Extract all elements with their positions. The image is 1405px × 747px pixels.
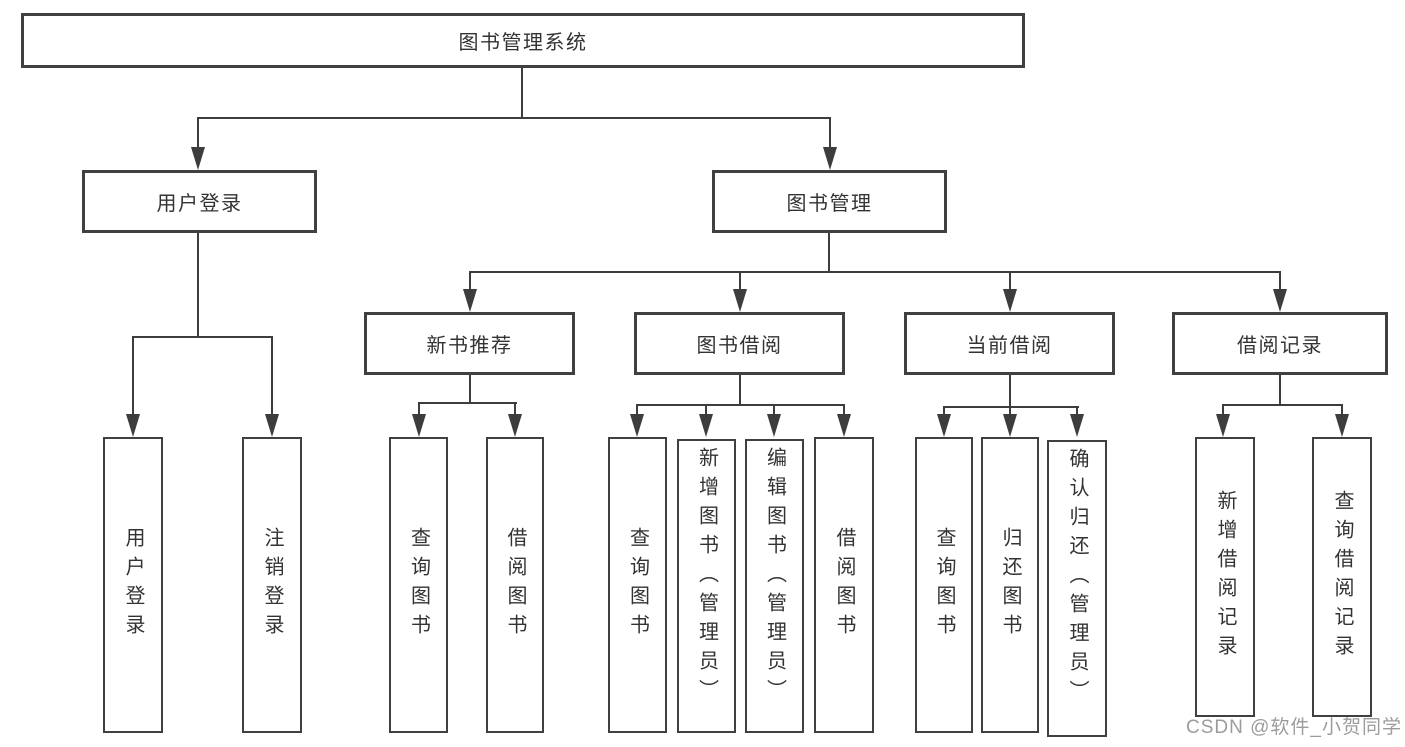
arrowhead-down-icon — [733, 289, 747, 312]
connector-bb-leaf2-stem — [705, 404, 707, 416]
leaf-logout-label: 注销登录 — [261, 527, 283, 643]
connector-current-borrow-stem — [1009, 271, 1011, 291]
leaf-br-add-record: 新增借阅记录 — [1195, 437, 1255, 717]
node-user-login: 用户登录 — [82, 170, 317, 233]
leaf-logout: 注销登录 — [242, 437, 302, 733]
arrowhead-down-icon — [1335, 414, 1349, 437]
connector-book-mgmt-down — [828, 233, 830, 273]
leaf-cb-return-books-label: 归还图书 — [999, 527, 1021, 643]
connector-nbr-down — [469, 375, 471, 404]
connector-nbr-branch — [418, 402, 517, 404]
arrowhead-down-icon — [1070, 414, 1084, 437]
arrowhead-down-icon — [837, 414, 851, 437]
leaf-cb-confirm-return-admin-label: 确认归还（管理员） — [1066, 448, 1088, 709]
connector-new-book-stem — [469, 271, 471, 291]
connector-cb-down — [1009, 375, 1011, 408]
node-new-book-recommend-label: 新书推荐 — [426, 335, 513, 357]
connector-leaf-logout-stem — [271, 336, 273, 416]
leaf-bb-borrow-books: 借阅图书 — [814, 437, 874, 733]
node-book-management-label: 图书管理 — [786, 193, 873, 215]
arrowhead-down-icon — [412, 414, 426, 437]
connector-book-mgmt-stem — [829, 117, 831, 149]
arrowhead-down-icon — [937, 414, 951, 437]
leaf-br-query-record-label: 查询借阅记录 — [1331, 490, 1353, 664]
node-book-borrow: 图书借阅 — [634, 312, 845, 375]
connector-user-login-branch — [132, 336, 273, 338]
connector-bb-leaf3-stem — [773, 404, 775, 416]
node-borrow-records: 借阅记录 — [1172, 312, 1388, 375]
node-book-management: 图书管理 — [712, 170, 947, 233]
leaf-nbr-borrow-books-label: 借阅图书 — [504, 527, 526, 643]
connector-nbr-leaf2-stem — [514, 402, 516, 416]
connector-level3-branch — [469, 271, 1281, 273]
connector-bb-leaf1-stem — [636, 404, 638, 416]
leaf-cb-confirm-return-admin: 确认归还（管理员） — [1047, 440, 1107, 737]
arrowhead-down-icon — [265, 414, 279, 437]
leaf-bb-query-books: 查询图书 — [608, 437, 667, 733]
connector-level2-branch — [197, 117, 831, 119]
connector-nbr-leaf1-stem — [418, 402, 420, 416]
arrowhead-down-icon — [1216, 414, 1230, 437]
node-current-borrow-label: 当前借阅 — [966, 335, 1053, 357]
node-borrow-records-label: 借阅记录 — [1237, 335, 1323, 357]
connector-cb-leaf1-stem — [943, 406, 945, 416]
connector-bb-branch — [636, 404, 844, 406]
node-root-label: 图书管理系统 — [458, 32, 588, 54]
connector-leaf-login-stem — [132, 336, 134, 416]
leaf-nbr-query-books: 查询图书 — [389, 437, 448, 733]
leaf-bb-borrow-books-label: 借阅图书 — [833, 527, 855, 643]
connector-cb-branch — [943, 406, 1079, 408]
leaf-login: 用户登录 — [103, 437, 163, 733]
connector-cb-leaf3-stem — [1076, 406, 1078, 416]
arrowhead-down-icon — [191, 147, 205, 170]
connector-cb-leaf2-stem — [1009, 406, 1011, 416]
connector-br-down — [1279, 375, 1281, 406]
arrowhead-down-icon — [1273, 289, 1287, 312]
arrowhead-down-icon — [1003, 414, 1017, 437]
arrowhead-down-icon — [463, 289, 477, 312]
leaf-nbr-borrow-books: 借阅图书 — [486, 437, 544, 733]
connector-root-stem — [521, 68, 523, 119]
leaf-bb-edit-books-admin-label: 编辑图书（管理员） — [763, 447, 786, 708]
arrowhead-down-icon — [508, 414, 522, 437]
leaf-nbr-query-books-label: 查询图书 — [407, 527, 430, 643]
leaf-cb-query-books-label: 查询图书 — [933, 527, 955, 643]
connector-br-leaf1-stem — [1222, 404, 1224, 416]
connector-user-login-down — [197, 233, 199, 337]
node-new-book-recommend: 新书推荐 — [364, 312, 575, 375]
watermark: CSDN @软件_小贺同学 — [1186, 717, 1402, 738]
node-user-login-label: 用户登录 — [156, 193, 243, 215]
connector-bb-leaf4-stem — [843, 404, 845, 416]
leaf-br-query-record: 查询借阅记录 — [1312, 437, 1372, 717]
arrowhead-down-icon — [767, 414, 781, 437]
leaf-bb-add-books-admin-label: 新增图书（管理员） — [695, 447, 718, 708]
arrowhead-down-icon — [823, 147, 837, 170]
arrowhead-down-icon — [126, 414, 140, 437]
leaf-cb-return-books: 归还图书 — [981, 437, 1039, 733]
connector-borrow-record-stem — [1279, 271, 1281, 291]
connector-bb-down — [739, 375, 741, 406]
node-current-borrow: 当前借阅 — [904, 312, 1115, 375]
connector-br-leaf2-stem — [1341, 404, 1343, 416]
node-book-borrow-label: 图书借阅 — [696, 335, 783, 357]
arrowhead-down-icon — [699, 414, 713, 437]
node-root: 图书管理系统 — [21, 13, 1025, 68]
connector-br-branch — [1222, 404, 1343, 406]
leaf-cb-query-books: 查询图书 — [915, 437, 973, 733]
leaf-bb-edit-books-admin: 编辑图书（管理员） — [745, 439, 804, 733]
leaf-bb-query-books-label: 查询图书 — [626, 527, 649, 643]
leaf-login-label: 用户登录 — [122, 527, 144, 643]
connector-book-borrow-stem — [739, 271, 741, 291]
arrowhead-down-icon — [1003, 289, 1017, 312]
arrowhead-down-icon — [630, 414, 644, 437]
connector-user-login-stem — [197, 117, 199, 149]
leaf-br-add-record-label: 新增借阅记录 — [1214, 490, 1236, 664]
leaf-bb-add-books-admin: 新增图书（管理员） — [677, 439, 736, 733]
